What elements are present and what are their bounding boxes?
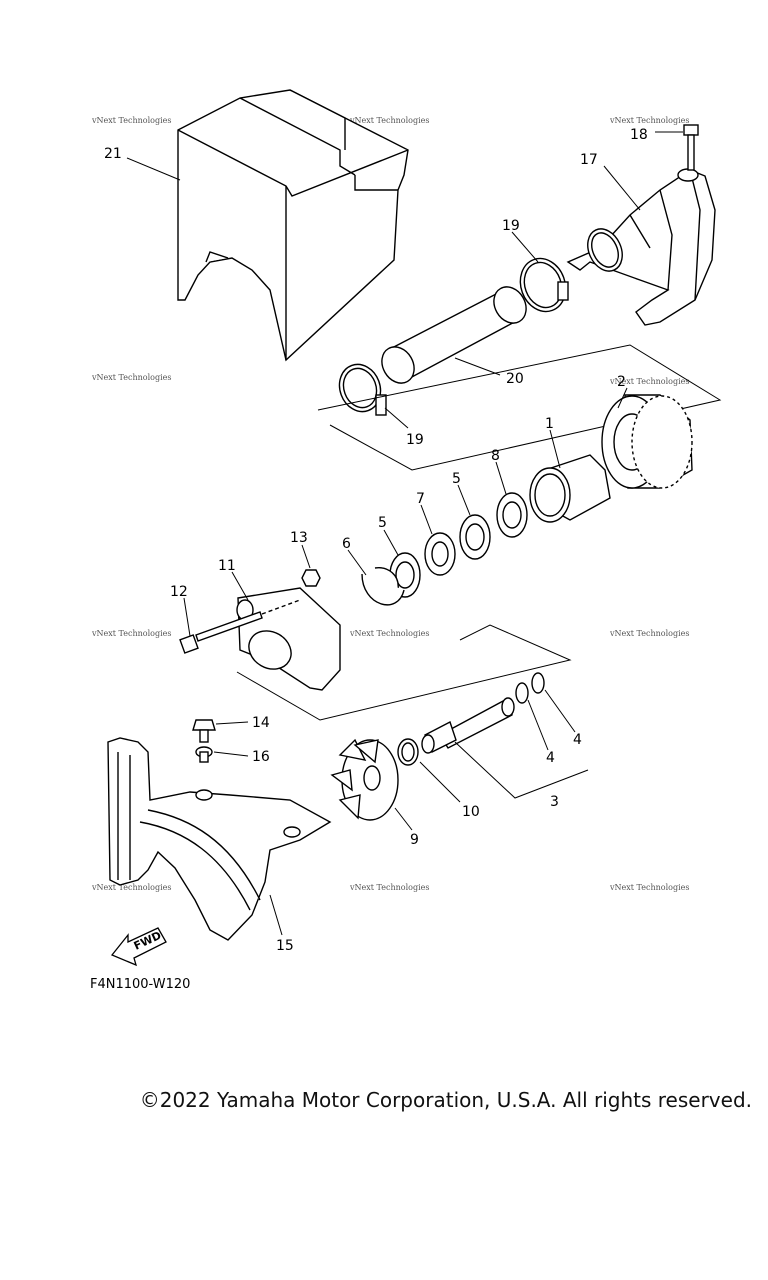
part-4-oring-a — [515, 682, 529, 704]
part-13-nut — [301, 569, 321, 587]
part-7-collar — [424, 532, 456, 576]
callout-5-upper: 5 — [452, 471, 461, 487]
part-14-bolt — [192, 719, 216, 743]
watermarks: vNext Technologies vNext Technologies vN… — [91, 116, 689, 892]
callout-4-left: 4 — [546, 750, 555, 766]
part-3-shaft — [421, 697, 515, 754]
part-5-bearing-upper — [459, 514, 491, 560]
part-4-oring-b — [531, 672, 545, 694]
watermark: vNext Technologies — [609, 377, 689, 386]
watermark: vNext Technologies — [349, 883, 429, 892]
callout-3: 3 — [550, 794, 559, 810]
callout-17: 17 — [580, 152, 598, 168]
callout-1: 1 — [545, 416, 554, 432]
part-17-nozzle — [566, 168, 716, 326]
callout-4-right: 4 — [573, 732, 582, 748]
callout-8: 8 — [491, 448, 500, 464]
part-16-grommet — [195, 746, 213, 763]
part-6-circlip — [361, 567, 405, 606]
callout-15: 15 — [276, 938, 294, 954]
callout-21: 21 — [104, 146, 122, 162]
watermark: vNext Technologies — [349, 116, 429, 125]
fwd-arrow-icon: FWD — [110, 927, 167, 967]
part-12-bolt — [179, 599, 301, 654]
assembly-frame-upper — [317, 344, 722, 471]
callout-16: 16 — [252, 749, 270, 765]
part-20-hose — [381, 286, 527, 384]
watermark: vNext Technologies — [91, 629, 171, 638]
copyright-notice: ©2022 Yamaha Motor Corporation, U.S.A. A… — [139, 1088, 752, 1112]
leader-lines — [126, 131, 683, 936]
part-2-housing — [601, 394, 693, 489]
watermark: vNext Technologies — [91, 373, 171, 382]
callout-19-upper: 19 — [502, 218, 520, 234]
watermark: vNext Technologies — [609, 116, 689, 125]
watermark: vNext Technologies — [91, 116, 171, 125]
callout-11: 11 — [218, 558, 236, 574]
diagram-code: F4N1100-W120 — [90, 977, 190, 992]
part-21-cover — [177, 89, 409, 362]
part-19-clamp-lower — [338, 363, 387, 416]
part-9-impeller — [330, 738, 399, 821]
callout-20: 20 — [506, 371, 524, 387]
callout-19-lower: 19 — [406, 432, 424, 448]
callout-7: 7 — [416, 491, 425, 507]
callout-14: 14 — [252, 715, 270, 731]
part-1-sleeve — [529, 454, 611, 523]
watermark: vNext Technologies — [91, 883, 171, 892]
watermark: vNext Technologies — [609, 883, 689, 892]
callout-18: 18 — [630, 127, 648, 143]
callout-2: 2 — [617, 374, 626, 390]
callout-9: 9 — [410, 832, 419, 848]
part-11-plate — [236, 587, 341, 691]
watermark: vNext Technologies — [349, 629, 429, 638]
assembly-frame-middle — [236, 624, 572, 721]
callout-6: 6 — [342, 536, 351, 552]
part-19-clamp-upper — [519, 257, 569, 313]
part-18-bolt — [683, 124, 699, 171]
callout-10: 10 — [462, 804, 480, 820]
callout-5-lower: 5 — [378, 515, 387, 531]
watermark: vNext Technologies — [609, 629, 689, 638]
callout-13: 13 — [290, 530, 308, 546]
callout-12: 12 — [170, 584, 188, 600]
callout-labels: 21 18 17 19 20 19 2 1 8 5 7 5 6 13 11 12… — [104, 127, 648, 954]
part-15-intake-housing — [107, 737, 332, 941]
part-8-bearing — [496, 492, 528, 538]
part-10-washer — [397, 738, 419, 766]
